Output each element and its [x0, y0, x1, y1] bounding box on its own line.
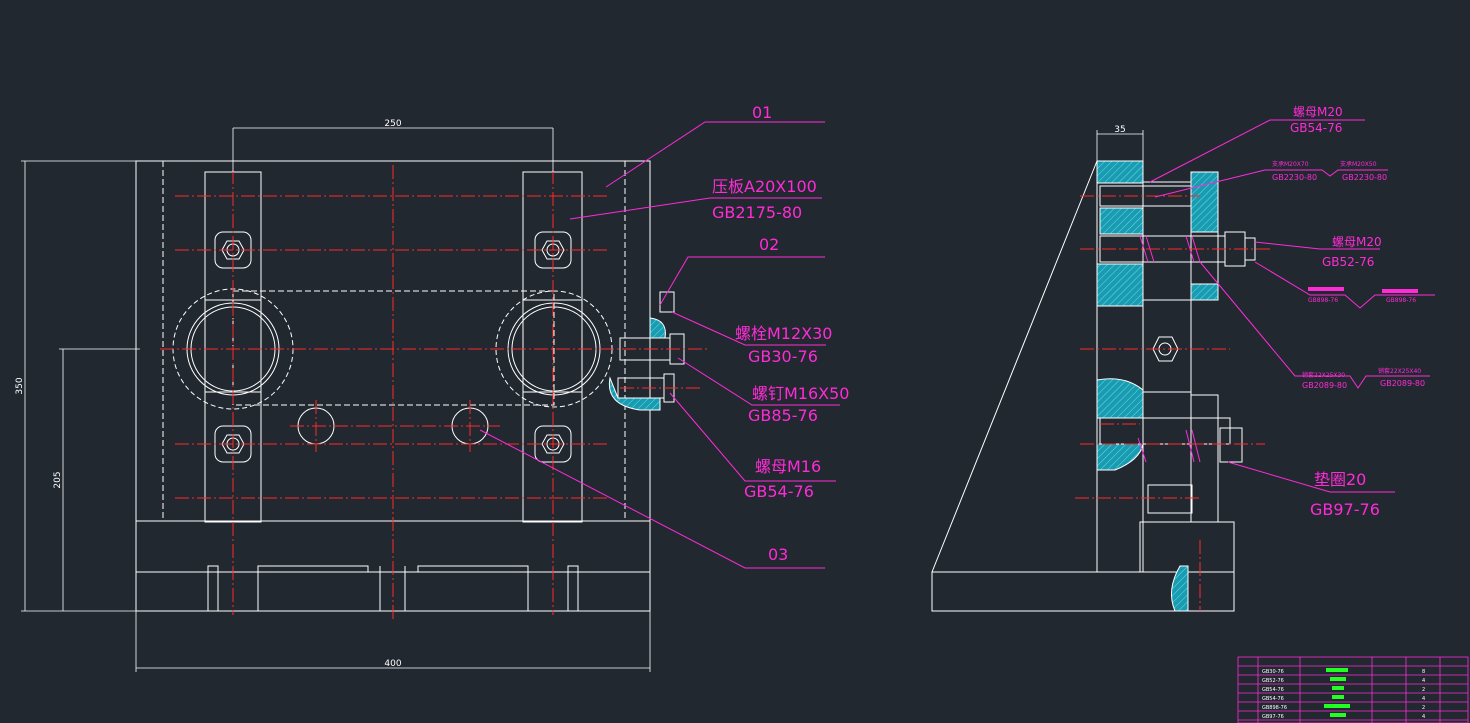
bom-row-mark: [1330, 713, 1346, 717]
dim-top-width: 250: [384, 119, 401, 129]
front-center-lines: [160, 165, 710, 620]
bom-row-code: GB30-76: [1262, 669, 1284, 675]
bom-row-code: GB97-76: [1262, 714, 1284, 720]
label-part-03: 03: [768, 545, 788, 564]
bom-row-qty: 4: [1422, 696, 1425, 702]
side-dimensions: [1096, 130, 1144, 161]
bom-row-qty: 4: [1422, 714, 1425, 720]
label-pin-a-std: GB2089-80: [1302, 381, 1347, 390]
bom-row-mark: [1330, 677, 1346, 681]
bom-row-code: GB54-76: [1262, 696, 1284, 702]
side-base-plate: [931, 571, 1235, 612]
label-washer-a-std: GB898-76: [1308, 297, 1338, 304]
label-screw-std: GB85-76: [748, 406, 818, 425]
front-leaders: [479, 121, 840, 569]
label-bolt-std: GB30-76: [748, 347, 818, 366]
bom-row-mark: [1324, 704, 1350, 708]
label-support-b-std: GB2230-80: [1342, 173, 1387, 182]
label-nut-mid-std: GB52-76: [1322, 255, 1374, 269]
label-bolt-name: 螺栓M12X30: [735, 324, 833, 343]
label-support-a-std: GB2230-80: [1272, 173, 1317, 182]
label-part-02: 02: [759, 235, 779, 254]
bom-row-code: GB54-76: [1262, 687, 1284, 693]
label-clamp-name: 压板A20X100: [712, 177, 817, 196]
label-part-01: 01: [752, 103, 772, 122]
label-pin-b-std: GB2089-80: [1380, 379, 1425, 388]
side-rib: [931, 160, 1098, 573]
bom-row-qty: 4: [1422, 678, 1425, 684]
side-leaders: [1149, 119, 1435, 493]
bom-table: [1237, 656, 1469, 723]
front-dimensions: [21, 127, 651, 672]
bom-rows: GB30-76 8 GB52-76 4 GB54-76 2 GB54-76 4 …: [1262, 668, 1425, 720]
dim-bottom-width: 400: [384, 659, 401, 669]
bom-row-mark: [1332, 686, 1344, 690]
bom-row-qty: 2: [1422, 705, 1425, 711]
label-washer-name: 垫圈20: [1314, 470, 1366, 489]
label-pin-b-name: 销套22X25X40: [1378, 367, 1421, 375]
dim-left-height: 350: [15, 377, 25, 394]
label-screw-name: 螺钉M16X50: [752, 384, 850, 403]
label-washer-b-std: GB898-76: [1386, 297, 1416, 304]
dim-side-top-width: 35: [1114, 125, 1125, 135]
bom-row-mark: [1332, 695, 1344, 699]
side-view: [931, 160, 1256, 612]
bom-row-qty: 2: [1422, 687, 1425, 693]
label-washer-std: GB97-76: [1310, 500, 1380, 519]
label-support-b-name: 支承M20X50: [1340, 160, 1377, 168]
bom-row-qty: 8: [1422, 669, 1425, 675]
label-support-a-name: 支承M20X70: [1272, 160, 1309, 168]
label-nut-std: GB54-76: [744, 482, 814, 501]
side-center-lines: [1075, 195, 1270, 611]
bom-row-mark: [1326, 668, 1348, 672]
label-nut-top-name: 螺母M20: [1293, 105, 1343, 119]
washer-b-highlight: [1382, 289, 1418, 293]
label-nut-top-std: GB54-76: [1290, 121, 1342, 135]
label-nut-mid-name: 螺母M20: [1332, 235, 1382, 249]
label-nut-name: 螺母M16: [755, 457, 821, 476]
washer-a-highlight: [1308, 287, 1344, 291]
bom-row-code: GB52-76: [1262, 678, 1284, 684]
label-clamp-std: GB2175-80: [712, 203, 802, 222]
dim-left-inner-height: 205: [53, 471, 63, 488]
label-pin-a-name: 销套22X25X30: [1302, 371, 1345, 379]
front-view: [135, 160, 685, 612]
bom-row-code: GB898-76: [1262, 705, 1287, 711]
